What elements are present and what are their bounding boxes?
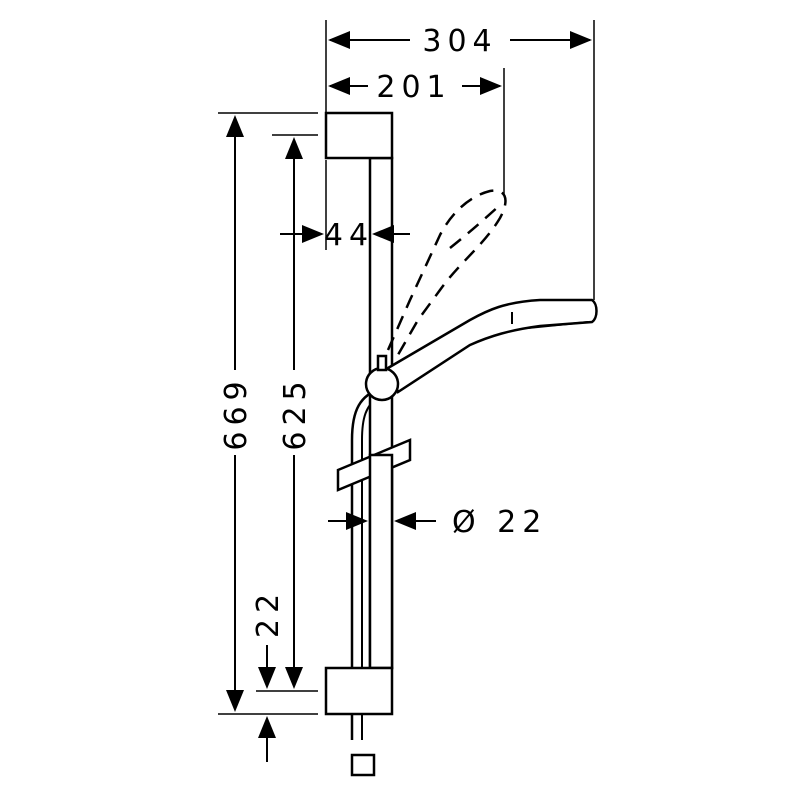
rail-bar-front [368,453,394,670]
hose-connector [350,753,376,777]
dim-304-label: 304 [422,24,497,59]
dim-diameter-label: Ø 22 [452,505,547,540]
handshower-alt-face [449,204,501,249]
dimension-lines [218,20,595,762]
dim-625-label: 625 [278,375,313,450]
dim-669-label: 669 [219,375,254,450]
bottom-wall-bracket [324,666,394,716]
dim-22-label: 22 [251,588,286,638]
handshower [386,298,598,394]
dim-201-label: 201 [376,70,451,105]
top-wall-bracket [324,111,394,160]
holder-clip [376,354,388,372]
handshower-face [527,321,589,329]
handshower-alt-position [386,189,507,361]
shower-rail-assembly [324,111,598,777]
swivel-holder [364,366,400,402]
dim-44-label: 44 [324,218,374,253]
